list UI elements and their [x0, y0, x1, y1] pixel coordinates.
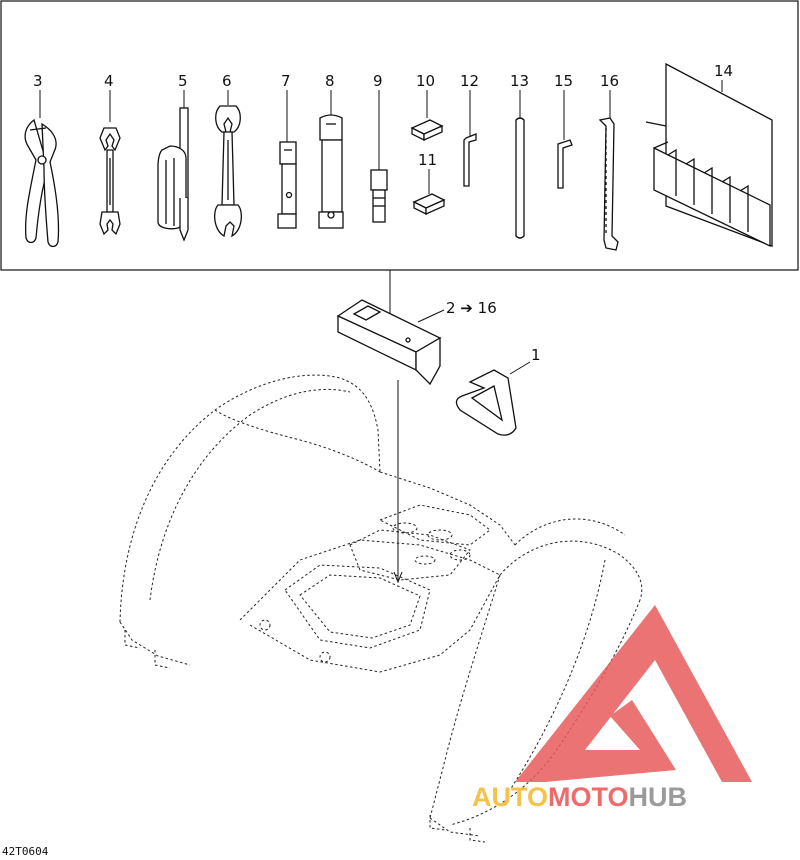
callout-10: 10 — [416, 72, 435, 90]
wrench-large-icon — [213, 105, 243, 238]
watermark-brand: AUTOMOTOHUB — [472, 782, 687, 812]
callout-11: 11 — [418, 151, 437, 169]
screwdriver-icon — [157, 107, 189, 242]
callout-14: 14 — [714, 62, 733, 80]
watermark-hub: HUB — [629, 782, 688, 812]
callout-3: 3 — [33, 72, 43, 90]
callout-15: 15 — [554, 72, 573, 90]
fuse-2-icon — [412, 193, 446, 216]
strap-hook-icon — [455, 369, 517, 436]
callout-kit: 2 ➔ 16 — [446, 299, 497, 317]
socket-tube-icon — [318, 114, 344, 229]
callout-7: 7 — [281, 72, 291, 90]
callout-8: 8 — [325, 72, 335, 90]
toolkit-frame — [0, 0, 799, 271]
socket-adapter-icon — [370, 169, 388, 223]
tool-pouch-icon — [645, 62, 773, 248]
tool-case-icon — [336, 299, 442, 386]
callout-1: 1 — [531, 346, 541, 364]
hex-key-icon — [463, 133, 477, 187]
pliers-icon — [24, 118, 60, 248]
callout-4: 4 — [104, 72, 114, 90]
fuse-icon — [410, 119, 444, 142]
callout-13: 13 — [510, 72, 529, 90]
callout-9: 9 — [373, 72, 383, 90]
callout-12: 12 — [460, 72, 479, 90]
watermark-moto: MOTO — [548, 782, 629, 812]
drawing-reference: 42T0604 — [2, 845, 49, 858]
tool-callouts: 3 4 5 6 7 8 9 10 11 12 13 15 16 14 — [33, 62, 733, 194]
hex-key-small-icon — [557, 139, 573, 189]
spark-plug-socket-icon — [277, 141, 297, 229]
svg-text:AUTOMOTOHUB: AUTOMOTOHUB — [472, 782, 687, 812]
watermark-logo — [515, 605, 752, 782]
wrench-small-icon — [99, 127, 121, 236]
callout-5: 5 — [178, 72, 188, 90]
rod-icon — [515, 117, 525, 239]
watermark-auto: AUTO — [472, 782, 548, 812]
bent-tool-icon — [598, 117, 619, 251]
callout-16: 16 — [600, 72, 619, 90]
callout-6: 6 — [222, 72, 232, 90]
